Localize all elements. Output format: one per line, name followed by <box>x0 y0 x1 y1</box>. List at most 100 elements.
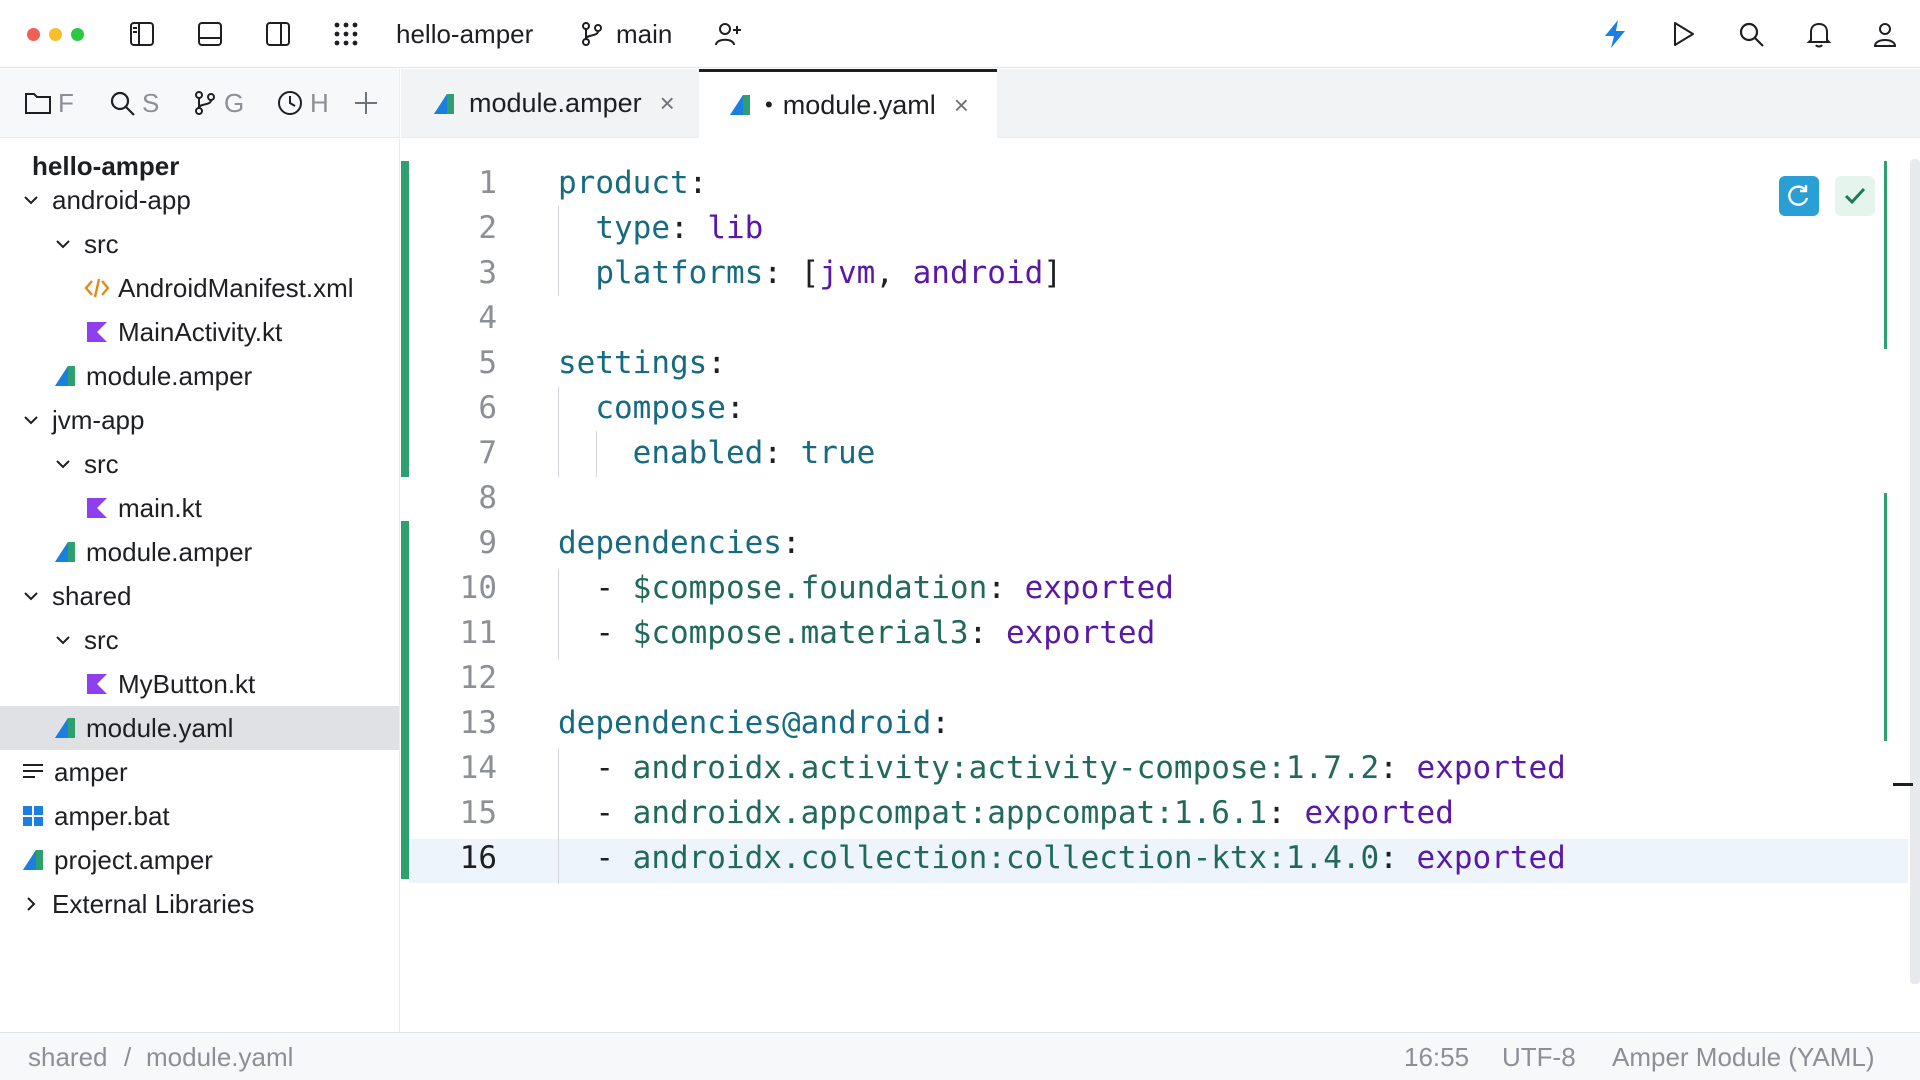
line-number[interactable]: 3 <box>478 255 497 291</box>
code-line[interactable]: - androidx.appcompat:appcompat:1.6.1: ex… <box>558 791 1454 836</box>
line-number[interactable]: 8 <box>478 480 497 516</box>
chevron-down-icon[interactable] <box>20 189 42 211</box>
user-account-icon[interactable] <box>1869 18 1901 50</box>
code-token: : <box>763 435 801 471</box>
tree-item[interactable]: project.amper <box>0 838 399 882</box>
left-panel-toggle-icon[interactable] <box>126 18 158 50</box>
bottom-panel-toggle-icon[interactable] <box>194 18 226 50</box>
chevron-down-icon[interactable] <box>52 453 74 475</box>
tree-item[interactable]: amper <box>0 750 399 794</box>
line-number[interactable]: 15 <box>459 795 497 831</box>
title-bar: hello-amper main <box>0 0 1920 68</box>
code-token: product <box>558 165 689 201</box>
code-line[interactable]: - $compose.foundation: exported <box>558 566 1174 611</box>
tab-git[interactable]: G <box>192 87 248 119</box>
code-line[interactable]: compose: <box>558 386 744 431</box>
code-line[interactable]: dependencies@android: <box>558 701 950 746</box>
run-icon[interactable] <box>1667 18 1699 50</box>
zoom-window-button[interactable] <box>71 28 84 41</box>
tree-item[interactable]: jvm-app <box>0 398 399 442</box>
line-number[interactable]: 4 <box>478 300 497 336</box>
chevron-down-icon[interactable] <box>52 233 74 255</box>
code-line[interactable]: product: <box>558 161 707 206</box>
no-problems-button[interactable] <box>1835 176 1875 216</box>
cursor-position[interactable]: 16:55 <box>1404 1042 1470 1072</box>
tree-item-label: main.kt <box>118 492 202 523</box>
tab-git-label: G <box>224 87 245 118</box>
lightning-icon[interactable] <box>1599 18 1631 50</box>
close-tab-icon[interactable]: × <box>659 88 675 118</box>
line-number[interactable]: 5 <box>478 345 497 381</box>
line-number[interactable]: 14 <box>459 750 497 786</box>
line-number[interactable]: 6 <box>478 390 497 426</box>
tree-item[interactable]: amper.bat <box>0 794 399 838</box>
file-type[interactable]: Amper Module (YAML) <box>1612 1042 1875 1072</box>
tree-item[interactable]: MainActivity.kt <box>0 310 399 354</box>
code-line[interactable]: - $compose.material3: exported <box>558 611 1155 656</box>
code-line[interactable]: platforms: [jvm, android] <box>558 251 1062 296</box>
code-line[interactable]: enabled: true <box>558 431 876 476</box>
line-number[interactable]: 11 <box>459 615 497 651</box>
line-number[interactable]: 16 <box>459 840 497 876</box>
notifications-bell-icon[interactable] <box>1803 18 1835 50</box>
kotlin-file-icon <box>84 319 110 345</box>
code-editor[interactable]: 1 product: 2 type: lib 3 platforms: [jvm, a… <box>401 139 1920 1032</box>
branch-name-widget[interactable]: main <box>616 19 673 49</box>
tree-item[interactable]: AndroidManifest.xml <box>0 266 399 310</box>
change-marker[interactable] <box>401 161 409 477</box>
chevron-right-icon[interactable] <box>20 893 42 915</box>
tree-item[interactable]: android-app <box>0 178 399 222</box>
tree-item[interactable]: External Libraries <box>0 882 399 926</box>
tree-item[interactable]: module.yaml <box>0 706 399 750</box>
code-line[interactable]: - androidx.activity:activity-compose:1.7… <box>558 746 1566 791</box>
line-number[interactable]: 9 <box>478 525 497 561</box>
add-tab-button[interactable] <box>352 87 384 119</box>
code-line[interactable]: type: lib <box>558 206 763 251</box>
project-root-label[interactable]: hello-amper <box>32 151 180 181</box>
close-window-button[interactable] <box>27 28 40 41</box>
file-encoding[interactable]: UTF-8 <box>1502 1042 1576 1072</box>
tree-item[interactable]: module.amper <box>0 530 399 574</box>
tree-item[interactable]: module.amper <box>0 354 399 398</box>
chevron-down-icon[interactable] <box>52 629 74 651</box>
minimize-window-button[interactable] <box>49 28 62 41</box>
line-number[interactable]: 10 <box>459 570 497 606</box>
tree-item[interactable]: main.kt <box>0 486 399 530</box>
breadcrumb-file[interactable]: module.yaml <box>146 1042 294 1072</box>
chevron-down-icon[interactable] <box>20 585 42 607</box>
tree-item[interactable]: src <box>0 618 399 662</box>
tree-item[interactable]: src <box>0 222 399 266</box>
add-collaborator-icon[interactable] <box>712 18 744 50</box>
code-line[interactable]: settings: <box>558 341 726 386</box>
close-tab-icon[interactable]: × <box>953 89 969 120</box>
tab-module-yaml[interactable]: • module.yaml × <box>699 69 997 138</box>
vertical-scrollbar[interactable] <box>1910 159 1920 984</box>
line-number[interactable]: 2 <box>478 210 497 246</box>
xml-file-icon <box>84 275 110 301</box>
project-name-widget[interactable]: hello-amper <box>396 19 534 49</box>
line-number[interactable]: 7 <box>478 435 497 471</box>
main-menu-grid-icon[interactable] <box>330 18 362 50</box>
status-bar: shared / module.yaml 16:55 UTF-8 Amper M… <box>0 1032 1920 1080</box>
tree-item[interactable]: shared <box>0 574 399 618</box>
line-number[interactable]: 13 <box>459 705 497 741</box>
right-panel-toggle-icon[interactable] <box>262 18 294 50</box>
tab-project-files[interactable]: F <box>24 87 80 119</box>
change-marker[interactable] <box>401 521 409 879</box>
breadcrumb-folder[interactable]: shared <box>28 1042 108 1072</box>
tab-history[interactable]: H <box>276 87 332 119</box>
tree-item[interactable]: src <box>0 442 399 486</box>
line-number[interactable]: 1 <box>478 165 497 201</box>
tree-item-label: MainActivity.kt <box>118 316 283 347</box>
line-number[interactable]: 12 <box>459 660 497 696</box>
tab-search[interactable]: S <box>108 87 164 119</box>
chevron-down-icon[interactable] <box>20 409 42 431</box>
tree-item[interactable]: MyButton.kt <box>0 662 399 706</box>
amper-file-icon <box>52 363 78 389</box>
code-line[interactable]: - androidx.collection:collection-ktx:1.4… <box>558 836 1566 881</box>
code-token: : <box>987 570 1025 606</box>
search-icon[interactable] <box>1735 18 1767 50</box>
code-line[interactable]: dependencies: <box>558 521 801 566</box>
tab-module-amper[interactable]: module.amper × <box>401 69 699 138</box>
reload-project-button[interactable] <box>1779 176 1819 216</box>
